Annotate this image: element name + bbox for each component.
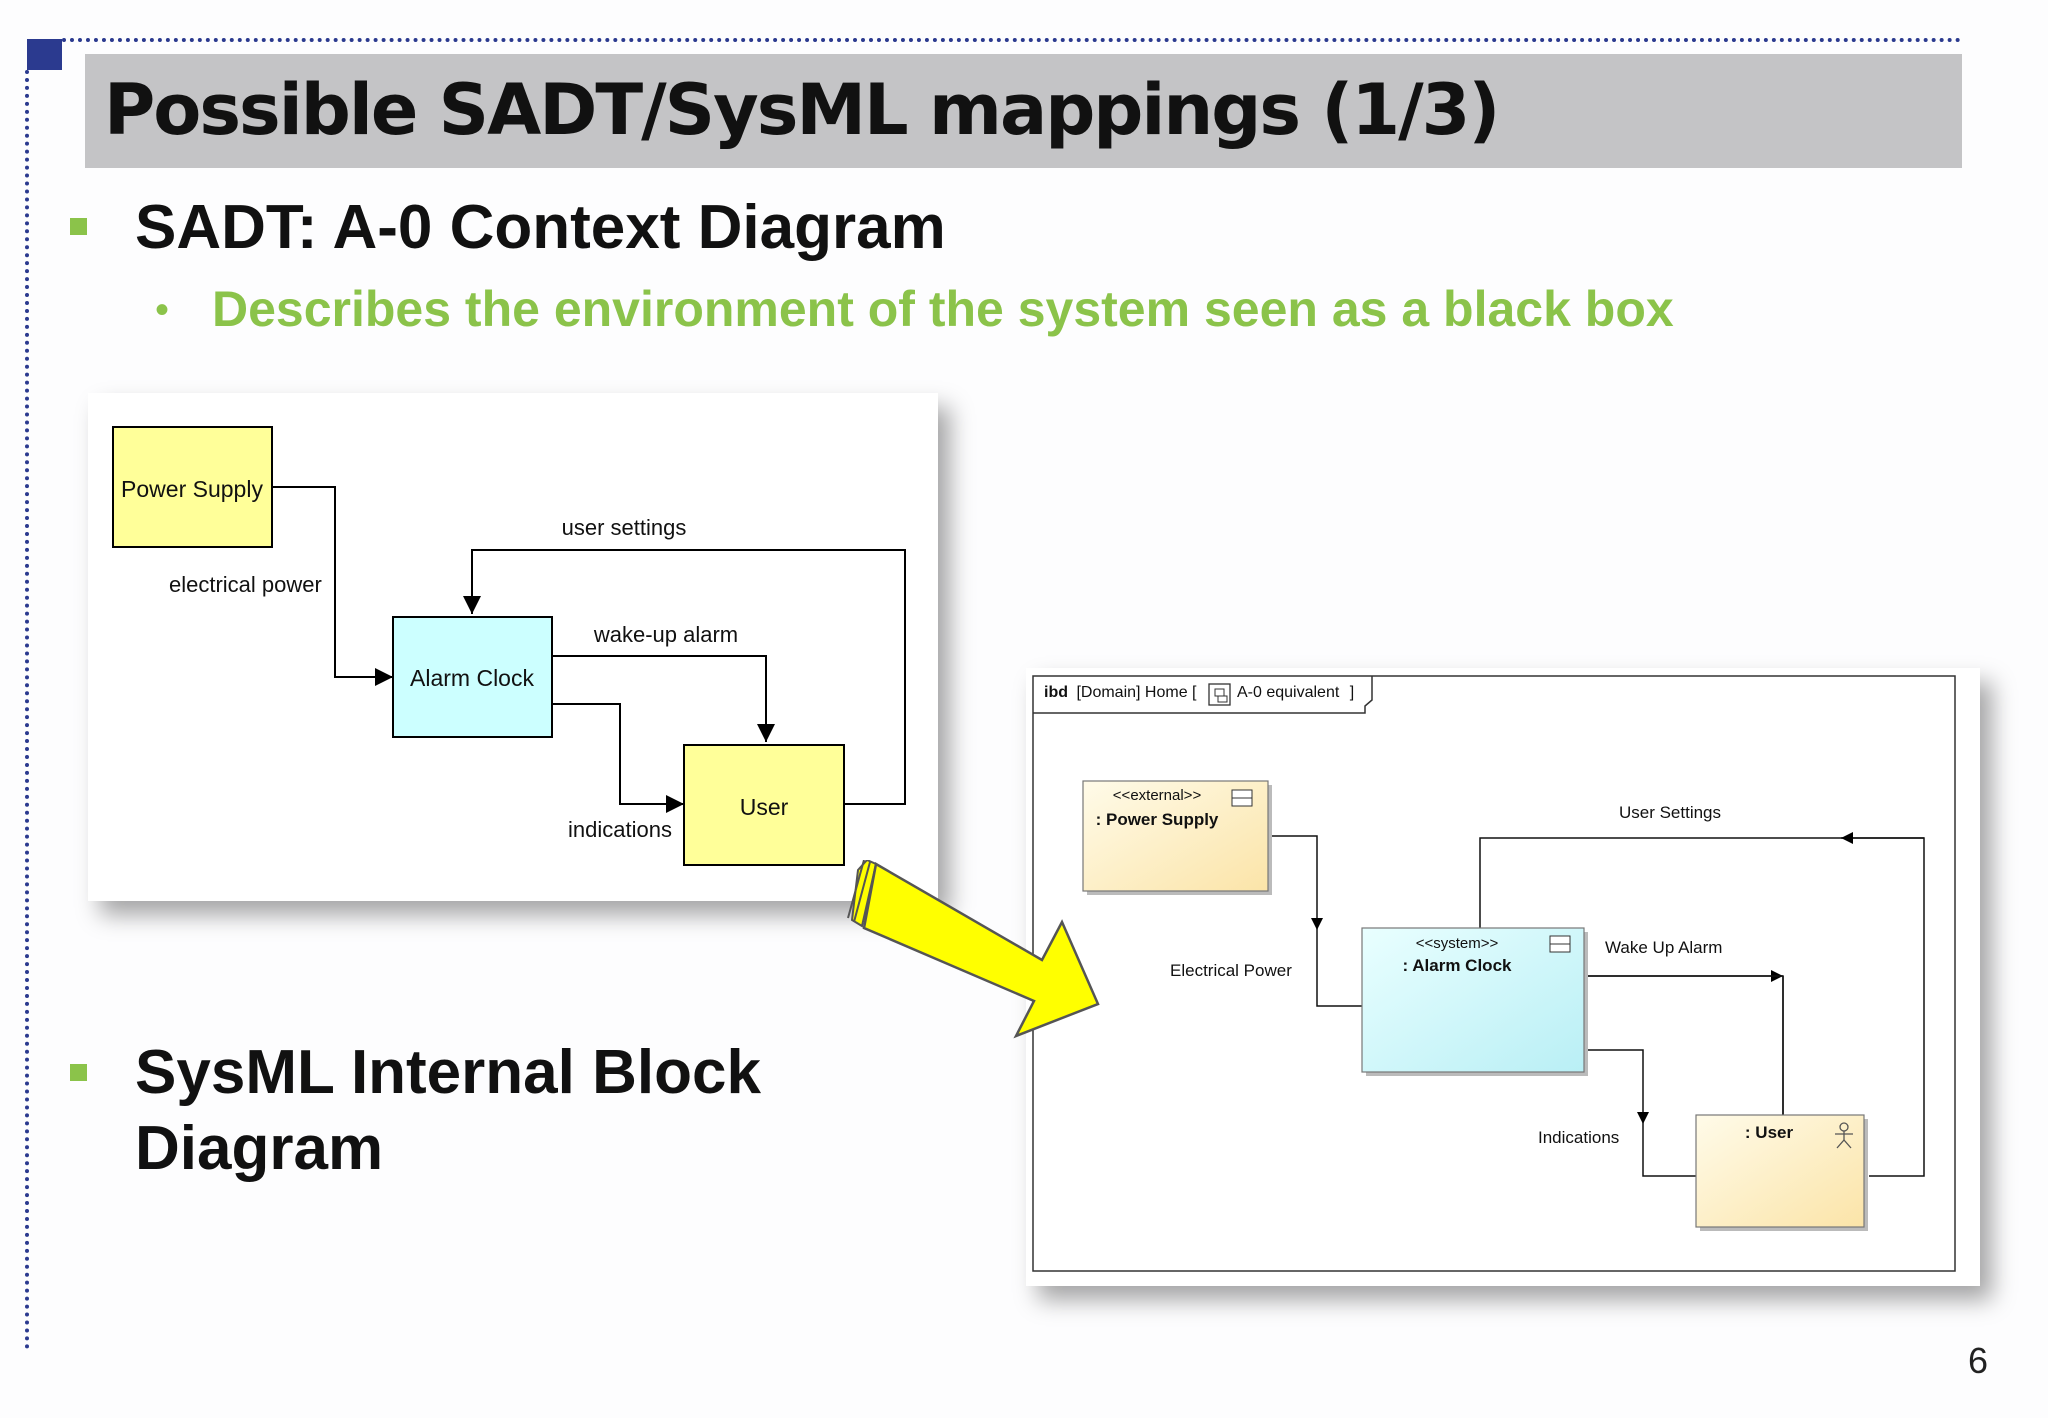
flow-electrical-power-label: electrical power bbox=[169, 572, 322, 597]
flow-indications-label: indications bbox=[568, 817, 672, 842]
flow-user-settings bbox=[463, 549, 906, 805]
ibd-flow-indications-label: Indications bbox=[1538, 1128, 1619, 1147]
transition-arrow-icon bbox=[847, 860, 1100, 1039]
ibd-flow-user-settings-label: User Settings bbox=[1619, 803, 1721, 822]
ibd-flow-electrical-power-label: Electrical Power bbox=[1170, 961, 1292, 980]
box-user-label: User bbox=[740, 794, 789, 820]
block-diagram-icon bbox=[1208, 683, 1231, 706]
ibd-flow-electrical-power bbox=[1271, 835, 1323, 930]
sadt-diagram: Power Supply Alarm Clock User electrical… bbox=[112, 426, 906, 866]
box-alarm-clock-label: Alarm Clock bbox=[410, 665, 534, 691]
ibd-diagram-panel: ibd [Domain] Home [ A-0 equivalent ] bbox=[1026, 668, 1980, 1286]
ibd-alarm-clock-name: : Alarm Clock bbox=[1403, 956, 1513, 975]
ibd-frame-name: A-0 equivalent bbox=[1237, 684, 1340, 701]
left-dotted-rule bbox=[25, 70, 29, 1350]
ibd-block-alarm-clock bbox=[1361, 927, 1585, 1073]
sub-bullet-dot-icon: • bbox=[155, 288, 170, 332]
bullet-square-icon bbox=[70, 218, 87, 235]
ibd-frame-kind: ibd bbox=[1044, 684, 1068, 701]
corner-square-decoration bbox=[27, 39, 62, 70]
svg-text:ibd [Domain] Home [: ibd [Domain] Home [ bbox=[1044, 684, 1197, 701]
title-bar bbox=[85, 54, 1962, 168]
top-dotted-rule bbox=[62, 38, 1962, 42]
flow-wake-up-alarm bbox=[552, 655, 775, 742]
ibd-user-name: : User bbox=[1745, 1123, 1794, 1142]
box-power-supply-label: Power Supply bbox=[121, 476, 263, 502]
ibd-frame-context: [Domain] Home [ bbox=[1076, 684, 1197, 701]
box-alarm-clock bbox=[392, 616, 553, 738]
ibd-diagram: ibd [Domain] Home [ A-0 equivalent ] bbox=[1032, 675, 1956, 1272]
box-power-supply bbox=[112, 426, 273, 548]
bullet-sadt: SADT: A-0 Context Diagram bbox=[135, 193, 946, 262]
transition-arrow bbox=[847, 860, 1100, 1039]
actor-icon bbox=[1835, 1122, 1853, 1149]
block-icon bbox=[1231, 789, 1253, 807]
flow-user-settings-label: user settings bbox=[562, 515, 687, 540]
block-icon bbox=[1549, 935, 1571, 953]
box-user bbox=[683, 744, 845, 866]
ibd-power-supply-name: : Power Supply bbox=[1096, 810, 1219, 829]
ibd-frame-header-tab bbox=[1033, 676, 1373, 714]
sadt-diagram-panel: Power Supply Alarm Clock User electrical… bbox=[88, 393, 938, 901]
svg-text:A-0 equivalent ]: A-0 equivalent ] bbox=[1237, 684, 1354, 701]
ibd-flow-indications bbox=[1586, 1049, 1649, 1124]
flow-wake-up-alarm-label: wake-up alarm bbox=[593, 622, 738, 647]
slide-title: Possible SADT/SysML mappings (1/3) bbox=[104, 69, 1500, 151]
flow-electrical-power bbox=[272, 486, 393, 686]
ibd-power-supply-stereotype: <<external>> bbox=[1113, 787, 1202, 804]
bullet-sysml-ibd: SysML Internal Block Diagram bbox=[135, 1038, 761, 1183]
ibd-alarm-clock-stereotype: <<system>> bbox=[1416, 935, 1499, 952]
sub-bullet-description: Describes the environment of the system … bbox=[212, 281, 1674, 337]
page-number: 6 bbox=[1968, 1340, 1989, 1381]
ibd-frame-close: ] bbox=[1350, 684, 1354, 701]
bullet-square-icon bbox=[70, 1064, 87, 1081]
ibd-flow-wake-up-alarm-label: Wake Up Alarm bbox=[1605, 938, 1722, 957]
flow-indications bbox=[552, 703, 684, 813]
